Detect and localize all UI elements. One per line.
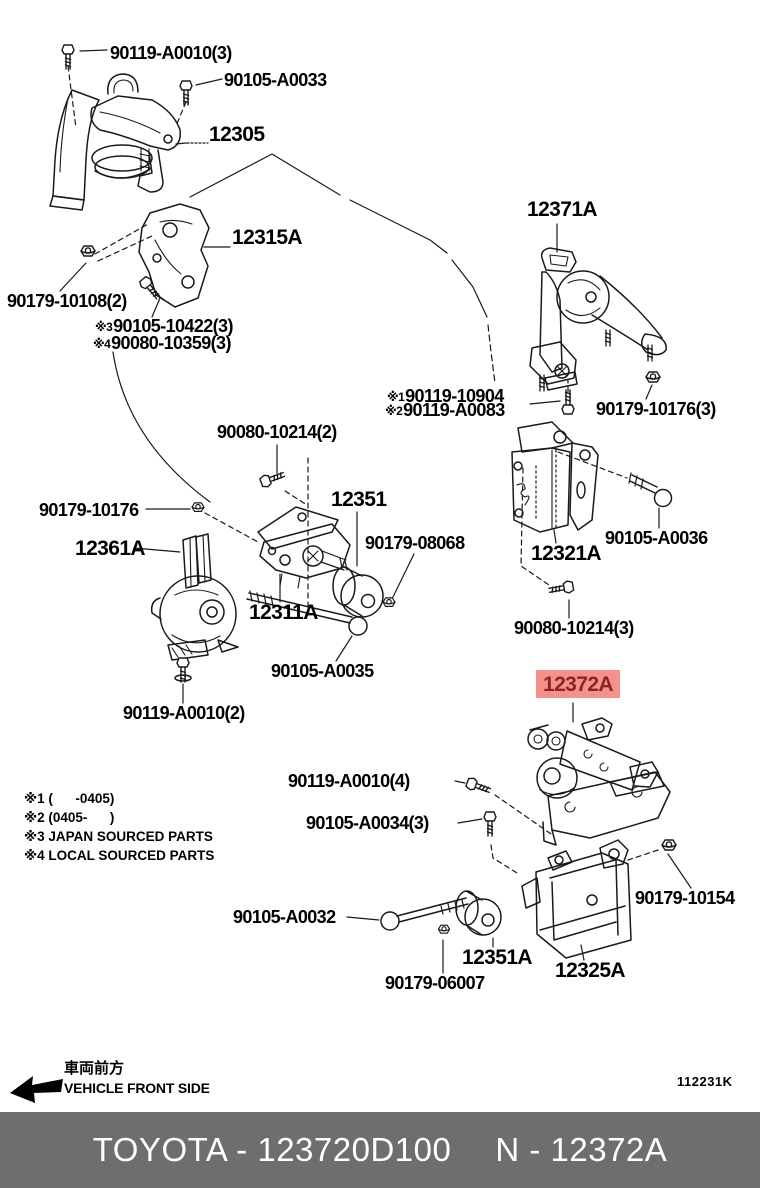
part-drawing-12311A	[257, 506, 351, 589]
label-90105-a0036[interactable]: 90105-A0036	[605, 528, 708, 548]
label-text: 90119-10904	[405, 386, 504, 406]
part-drawing-12321A	[511, 421, 599, 533]
label-12305[interactable]: 12305	[209, 123, 265, 146]
label-90105-a0033[interactable]: 90105-A0033	[224, 70, 327, 90]
label-90105-10422[interactable]: ※390105-10422(3)	[95, 317, 233, 335]
label-90119-10904[interactable]: ※190119-10904	[387, 387, 504, 405]
bolt-90080-10214-2-icon	[258, 468, 287, 490]
parts-diagram-art	[10, 44, 692, 1103]
legend-line-4: ※4 LOCAL SOURCED PARTS	[24, 848, 215, 863]
label-90119-a0010-2[interactable]: 90119-A0010(2)	[123, 703, 245, 723]
part-drawing-12351	[332, 566, 384, 618]
nut-90179-10154-icon	[661, 839, 677, 851]
nut-90179-08068-icon	[382, 597, 396, 608]
label-90179-10154[interactable]: 90179-10154	[635, 888, 735, 908]
legend-line-2: ※2 (0405- )	[24, 810, 115, 825]
nut-90179-10108-icon	[80, 245, 96, 257]
label-90080-10214-3[interactable]: 90080-10214(3)	[514, 618, 634, 638]
star4-prefix: ※4	[93, 337, 111, 351]
label-12315a[interactable]: 12315A	[232, 226, 303, 249]
label-90119-a0010-4[interactable]: 90119-A0010(4)	[288, 771, 410, 791]
label-12351a[interactable]: 12351A	[462, 946, 533, 969]
label-90080-10359[interactable]: ※490080-10359(3)	[93, 334, 231, 352]
label-12351[interactable]: 12351	[331, 488, 387, 511]
part-drawing-12325A	[521, 839, 632, 959]
bolt-90080-10214-3-icon	[547, 579, 575, 597]
label-90119-a0083[interactable]: ※290119-A0083	[385, 401, 505, 419]
part-drawing-12371A	[529, 247, 667, 391]
bolt-90119-A0010-3-icon	[61, 44, 75, 70]
label-90119-a0010-3[interactable]: 90119-A0010(3)	[110, 43, 232, 63]
part-drawing-12351A	[455, 890, 502, 936]
legend-line-1: ※1 ( -0405)	[24, 791, 115, 806]
label-90080-10214-2[interactable]: 90080-10214(2)	[217, 422, 337, 442]
label-12311a[interactable]: 12311A	[249, 601, 318, 624]
leader-lines	[59, 49, 692, 974]
applicability-legend: ※1 ( -0405) ※2 (0405- ) ※3 JAPAN SOURCED…	[24, 789, 214, 865]
bolt-90105-A0032	[380, 897, 469, 931]
vehicle-front-arrow-icon	[10, 1076, 63, 1103]
footer-callout-number: N - 12372A	[495, 1131, 668, 1168]
bolt-90105-A0035	[246, 590, 368, 636]
label-90179-06007[interactable]: 90179-06007	[385, 973, 485, 993]
label-text: 90080-10359(3)	[111, 333, 231, 353]
vehicle-front-label-en: VEHICLE FRONT SIDE	[64, 1080, 210, 1096]
label-12361a[interactable]: 12361A	[75, 537, 146, 560]
label-90179-10108[interactable]: 90179-10108(2)	[7, 291, 127, 311]
legend-line-3: ※3 JAPAN SOURCED PARTS	[24, 829, 213, 844]
label-90105-a0034-3[interactable]: 90105-A0034(3)	[306, 813, 429, 833]
star3-prefix: ※3	[95, 320, 113, 334]
part-drawing-12305	[49, 73, 181, 211]
bolt-90105-A0034-icon	[483, 811, 497, 837]
part-drawing-12315A	[138, 203, 210, 308]
nut-90179-06007-icon	[437, 924, 451, 934]
footer-caption-bar: TOYOTA - 123720D100 N - 12372A	[0, 1112, 760, 1188]
fasteners	[61, 44, 677, 934]
label-12372a-highlighted[interactable]: 12372A	[536, 670, 620, 698]
label-90105-a0032[interactable]: 90105-A0032	[233, 907, 336, 927]
bolt-90105-A0036	[628, 472, 673, 508]
label-90179-10176-3[interactable]: 90179-10176(3)	[596, 399, 716, 419]
stud-icon	[604, 329, 612, 347]
bolt-90119-A0010-2-icon	[176, 657, 190, 683]
label-text: 90105-10422(3)	[113, 316, 233, 336]
part-drawing-12372A	[527, 717, 671, 846]
part-drawing-12361A	[150, 533, 239, 661]
bolt-90105-A0033-icon	[179, 80, 193, 106]
drawing-code: 112231K	[677, 1074, 733, 1089]
nut-90179-10176-icon	[191, 502, 205, 513]
star2-prefix: ※2	[385, 404, 403, 418]
bolt-90119-10904-icon	[561, 389, 575, 415]
label-12321a[interactable]: 12321A	[531, 542, 602, 565]
label-12371a[interactable]: 12371A	[527, 198, 598, 221]
label-90105-a0035[interactable]: 90105-A0035	[271, 661, 374, 681]
label-90179-10176[interactable]: 90179-10176	[39, 500, 139, 520]
label-90179-08068[interactable]: 90179-08068	[365, 533, 465, 553]
label-12325a[interactable]: 12325A	[555, 959, 626, 982]
nut-90179-10176-3-icon	[645, 371, 661, 383]
reference-lines	[112, 153, 496, 503]
vehicle-front-label-jp: 車両前方	[64, 1060, 125, 1077]
bolt-90119-A0010-4-icon	[464, 775, 493, 797]
assembly-dashed-lines	[67, 65, 659, 874]
footer-part-number: TOYOTA - 123720D100	[92, 1131, 452, 1168]
star1-prefix: ※1	[387, 390, 405, 404]
stud-icon	[646, 344, 654, 362]
label-text: 90119-A0083	[403, 400, 505, 420]
